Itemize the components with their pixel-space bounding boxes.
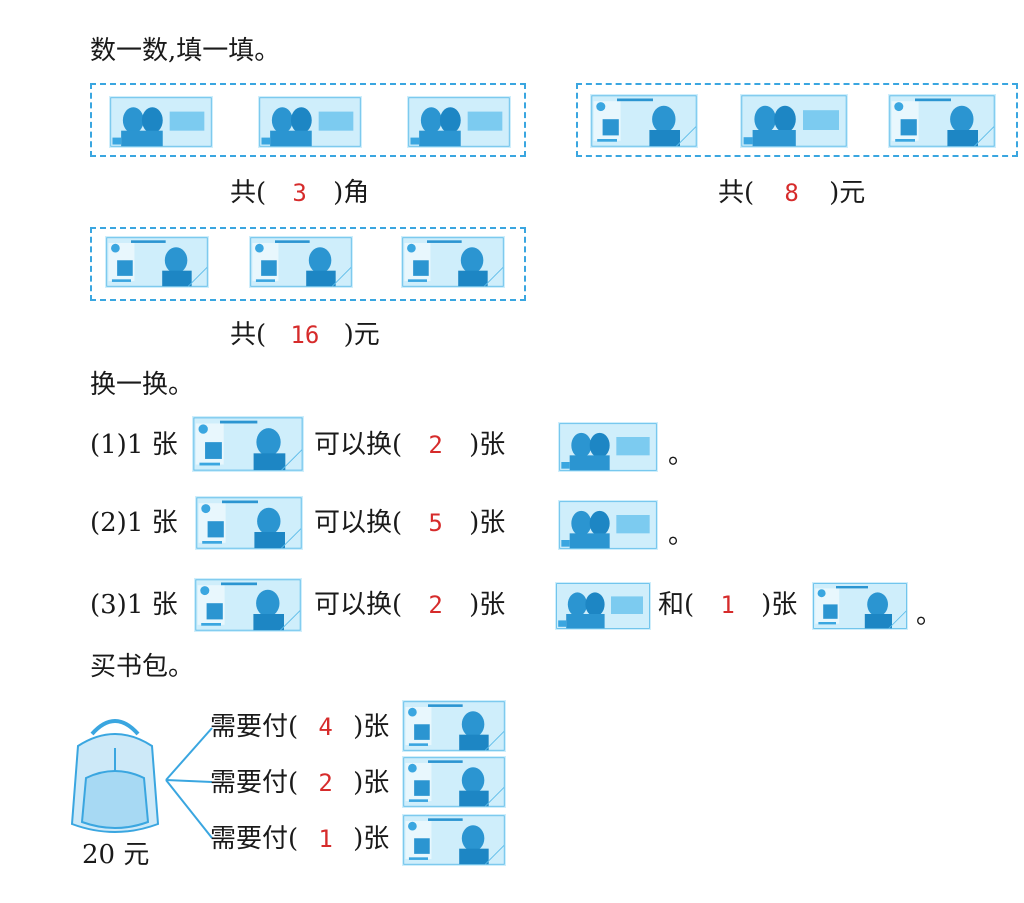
exchange-row-1: (1)1 张 bbox=[90, 430, 178, 460]
banknote-two-yuan bbox=[552, 582, 654, 630]
pay-row-2: 需要付( 2 )张 bbox=[210, 768, 389, 798]
answer-value[interactable]: 5 bbox=[428, 509, 443, 537]
banknote-ten-yuan bbox=[190, 496, 308, 550]
banknote-one-jiao bbox=[249, 96, 371, 148]
banknote-one-yuan bbox=[190, 416, 306, 472]
answer-value[interactable]: 1 bbox=[720, 591, 735, 619]
banknote-five-jiao bbox=[552, 422, 664, 472]
note-group-yuan-large bbox=[90, 227, 526, 301]
banknote-one-yuan bbox=[394, 236, 512, 288]
banknote-twenty-yuan bbox=[398, 814, 510, 866]
unit-label: )张 bbox=[353, 824, 390, 854]
answer-value[interactable]: 2 bbox=[318, 769, 333, 797]
answer-value[interactable]: 4 bbox=[318, 713, 333, 741]
pay-label: 需要付( bbox=[210, 768, 299, 798]
row-number: (2)1 张 bbox=[90, 508, 178, 538]
pay-label: 需要付( bbox=[210, 712, 299, 742]
exchange-row-2: (2)1 张 bbox=[90, 508, 178, 538]
note-group-jiao bbox=[90, 83, 526, 157]
answer-suffix: )元 bbox=[343, 320, 380, 350]
period: 。 bbox=[916, 600, 943, 630]
section2-title: 换一换。 bbox=[90, 370, 195, 400]
section3-title: 买书包。 bbox=[90, 652, 195, 682]
banknote-one-jiao bbox=[398, 96, 520, 148]
banknote-one-jiao bbox=[100, 96, 222, 148]
answer-line-yuan-large: 共( 16 )元 bbox=[230, 320, 380, 350]
section1-title: 数一数,填一填。 bbox=[90, 36, 281, 66]
period: 。 bbox=[668, 520, 695, 550]
banknote-five-yuan bbox=[586, 94, 702, 148]
banknote-five-yuan bbox=[190, 578, 306, 632]
answer-prefix: 共( bbox=[230, 320, 267, 350]
answer-prefix: 共( bbox=[230, 178, 267, 208]
row-number: (3)1 张 bbox=[90, 590, 178, 620]
answer-prefix: 共( bbox=[718, 178, 755, 208]
connector-lines bbox=[165, 727, 213, 839]
banknote-five-yuan bbox=[242, 236, 360, 288]
exchange-label: 可以换( bbox=[314, 590, 403, 620]
banknote-two-yuan bbox=[736, 94, 852, 148]
pay-row-3: 需要付( 1 )张 bbox=[210, 824, 389, 854]
banknote-ten-yuan bbox=[98, 236, 216, 288]
answer-value[interactable]: 1 bbox=[318, 825, 333, 853]
answer-value[interactable]: 2 bbox=[428, 591, 443, 619]
answer-line-jiao: 共( 3 )角 bbox=[230, 178, 369, 208]
exchange-row-3-tail: 和( 1 )张 bbox=[658, 590, 797, 620]
answer-line-yuan: 共( 8 )元 bbox=[718, 178, 865, 208]
backpack-price: 20 元 bbox=[82, 840, 150, 870]
answer-value[interactable]: 3 bbox=[292, 179, 307, 207]
row-number: (1)1 张 bbox=[90, 430, 178, 460]
banknote-ten-yuan bbox=[398, 756, 510, 808]
pay-row-1: 需要付( 4 )张 bbox=[210, 712, 389, 742]
exchange-label: 可以换( bbox=[314, 430, 403, 460]
exchange-row-2-text: 可以换( 5 )张 bbox=[314, 508, 505, 538]
unit-label: )张 bbox=[469, 430, 506, 460]
answer-value[interactable]: 16 bbox=[290, 321, 320, 349]
unit-label: )张 bbox=[469, 508, 506, 538]
unit-label: )张 bbox=[761, 590, 798, 620]
banknote-five-yuan bbox=[398, 700, 510, 752]
exchange-row-3-text: 可以换( 2 )张 bbox=[314, 590, 505, 620]
banknote-one-yuan bbox=[806, 582, 914, 630]
and-label: 和( bbox=[658, 590, 695, 620]
answer-value[interactable]: 8 bbox=[784, 179, 799, 207]
backpack-illustration bbox=[62, 712, 168, 840]
note-group-yuan-mixed bbox=[576, 83, 1018, 157]
exchange-label: 可以换( bbox=[314, 508, 403, 538]
banknote-one-yuan bbox=[884, 94, 1000, 148]
period: 。 bbox=[668, 440, 695, 470]
unit-label: )张 bbox=[469, 590, 506, 620]
exchange-row-3: (3)1 张 bbox=[90, 590, 178, 620]
exchange-row-1-text: 可以换( 2 )张 bbox=[314, 430, 505, 460]
banknote-two-yuan bbox=[552, 500, 664, 550]
unit-label: )张 bbox=[353, 768, 390, 798]
unit-label: )张 bbox=[353, 712, 390, 742]
answer-suffix: )元 bbox=[829, 178, 866, 208]
answer-value[interactable]: 2 bbox=[428, 431, 443, 459]
answer-suffix: )角 bbox=[333, 178, 370, 208]
pay-label: 需要付( bbox=[210, 824, 299, 854]
